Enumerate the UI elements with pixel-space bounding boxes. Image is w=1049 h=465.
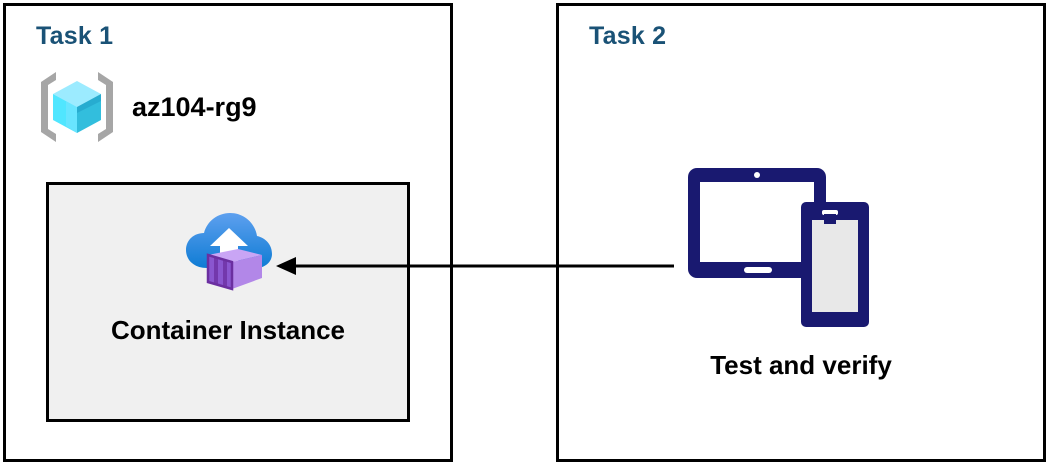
panel-title-task2: Task 2 (589, 22, 667, 50)
container-instance-icon (186, 213, 272, 291)
devices-tablet-phone-icon (688, 168, 869, 327)
resource-group-icon (41, 72, 113, 142)
container-instance-box: Container Instance (46, 182, 410, 422)
container-instance-label: Container Instance (110, 315, 346, 345)
resource-group-row: az104-rg9 (36, 68, 257, 146)
panel-title-task1: Task 1 (36, 22, 114, 50)
arrow-task2-to-container-instance (276, 257, 674, 275)
task-panel-task1: Task 1 az104-rg9 (3, 3, 453, 462)
devices-label: Test and verify (710, 350, 892, 380)
resource-group-label: az104-rg9 (132, 91, 257, 122)
devices-icon-wrapper (684, 162, 874, 334)
